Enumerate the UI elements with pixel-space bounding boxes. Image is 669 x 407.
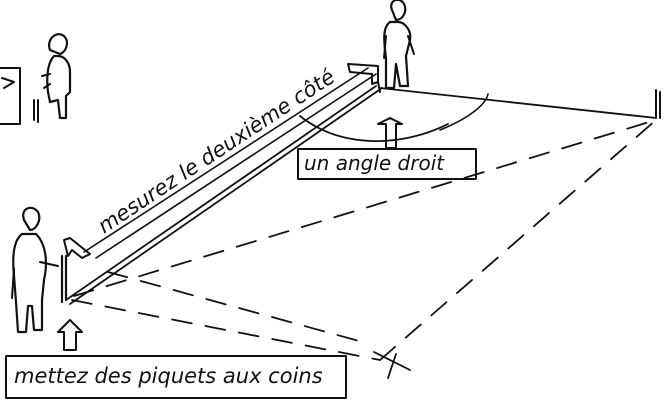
person-figure-top (384, 0, 414, 88)
corner-cross-bottom (374, 352, 410, 378)
measure-side-label: mesurez le deuxième côté (94, 64, 340, 238)
stake-bottom-left (62, 256, 66, 302)
tape-measure-bottom (64, 238, 90, 258)
up-arrow-angle (378, 118, 402, 148)
corner-stakes-label: mettez des piquets aux coins (14, 364, 323, 388)
person-figure-bottom-left (12, 208, 58, 332)
right-angle-arcs (300, 94, 488, 141)
right-angle-label: un angle droit (304, 151, 444, 175)
up-arrow-stake (58, 320, 82, 350)
stake-far-right (656, 90, 660, 118)
back-side-line (380, 88, 656, 118)
measured-side-lines (66, 86, 382, 304)
partial-box-top-left (0, 68, 20, 124)
person-figure-far-left (42, 34, 70, 118)
stake-far-left (34, 100, 38, 122)
